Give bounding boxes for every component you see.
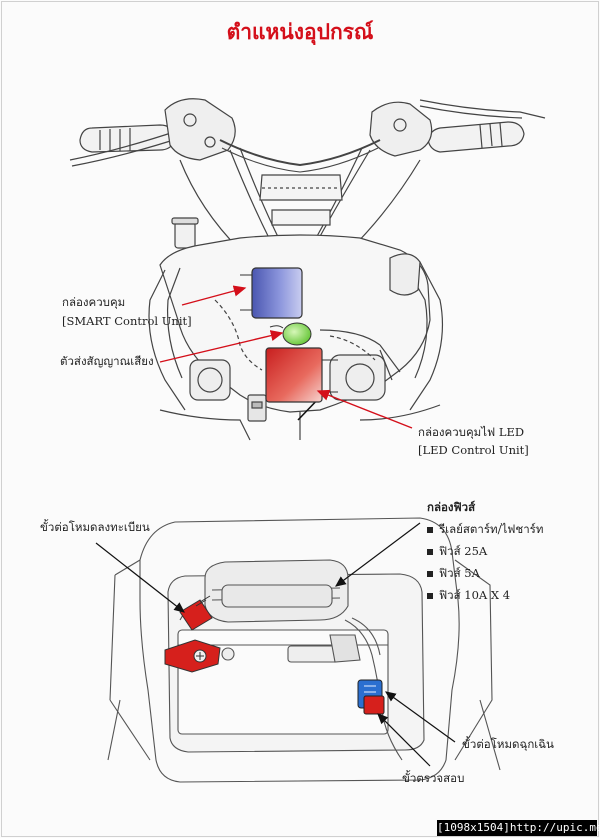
fuse-item: รีเลย์สตาร์ท/ไฟชาร์ท	[427, 521, 543, 539]
bullet-icon	[427, 571, 433, 577]
fuse-box-heading: กล่องฟิวส์	[427, 500, 476, 514]
emergency-connector-leader	[385, 691, 456, 743]
smart-unit-label-th: กล่องควบคุม	[62, 295, 126, 309]
led-unit-label-en: [LED Control Unit]	[418, 443, 529, 457]
led-control-unit	[265, 347, 323, 403]
test-terminal	[363, 695, 385, 715]
smart-unit-label-en: [SMART Control Unit]	[62, 314, 192, 328]
emergency-connector-label: ขั้วต่อโหมดฉุกเฉิน	[462, 737, 554, 751]
page-title: ตำแหน่งอุปกรณ์	[226, 19, 374, 44]
registration-connector-leader	[95, 542, 185, 613]
buzzer	[282, 322, 312, 346]
led-unit-leader	[316, 389, 413, 429]
test-terminal-leader	[377, 713, 431, 767]
smart-control-unit	[251, 267, 303, 319]
bullet-icon	[427, 593, 433, 599]
battery-positive-cover	[164, 639, 221, 673]
fuse-item: ฟิวส์ 10A X 4	[427, 587, 510, 605]
bullet-icon	[427, 549, 433, 555]
registration-connector-label: ขั้วต่อโหมดลงทะเบียน	[40, 520, 150, 534]
bullet-icon	[427, 527, 433, 533]
buzzer-leader	[159, 330, 284, 363]
buzzer-label: ตัวส่งสัญญาณเสียง	[60, 354, 154, 368]
fuse-item: ฟิวส์ 5A	[427, 565, 480, 583]
fuse-box-leader	[335, 522, 421, 587]
test-terminal-label: ขั้วตรวจสอบ	[402, 771, 465, 785]
smart-unit-leader	[181, 285, 247, 306]
image-host-watermark: [1098x1504]http://upic.me/	[437, 820, 600, 836]
fuse-item: ฟิวส์ 25A	[427, 543, 487, 561]
led-unit-label-th: กล่องควบคุมไฟ LED	[418, 425, 525, 439]
registration-connector	[179, 599, 213, 631]
